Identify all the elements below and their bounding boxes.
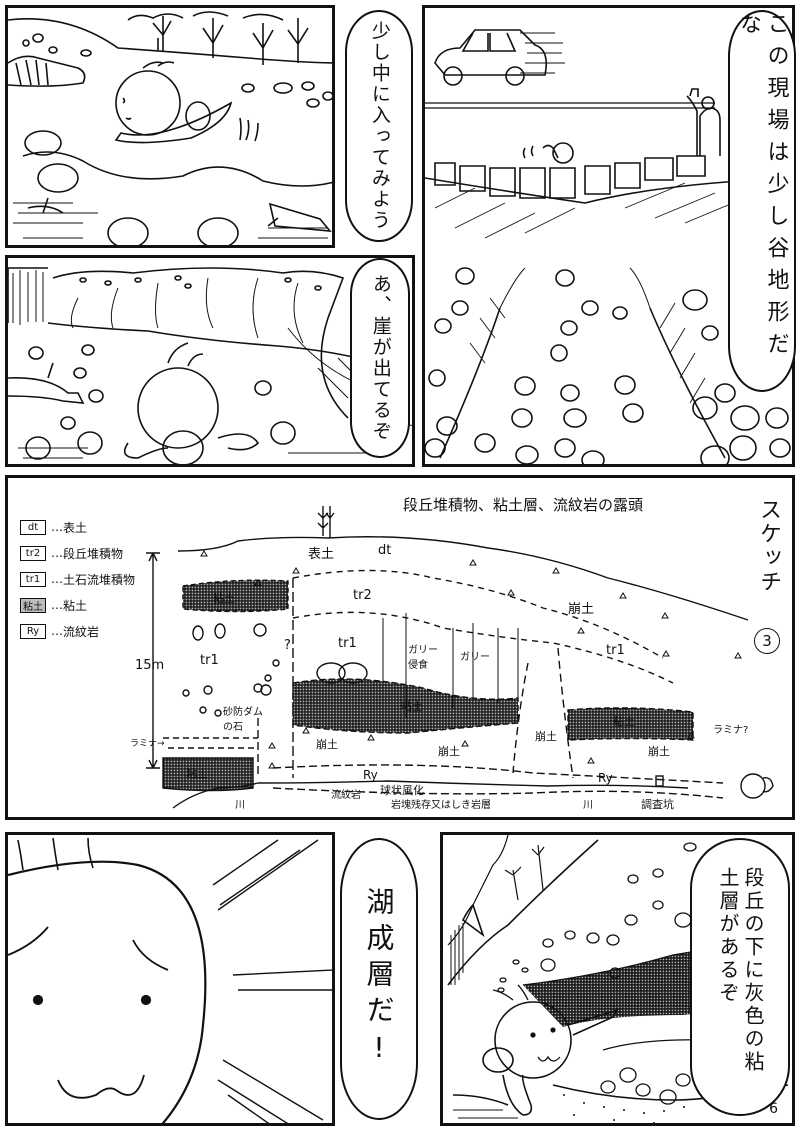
legend-row-tr1: tr1… 土石流堆積物 xyxy=(20,570,135,588)
label-survey-pit: 調査坑 xyxy=(641,798,674,811)
label-clay-upper-left: 粘土 xyxy=(213,592,235,605)
label-question: ? xyxy=(284,638,291,653)
speech-text-2: この現場は少し谷地形だな xyxy=(736,12,789,364)
sketch-number-badge: 3 xyxy=(754,628,780,654)
label-lamina-right: ラミナ? xyxy=(713,725,749,736)
character-closeup xyxy=(8,837,332,1123)
label-tr1-center: tr1 xyxy=(338,636,357,651)
label-surface-soil: 表土 xyxy=(308,547,335,562)
legend-row-tr2: tr2… 段丘堆積物 xyxy=(20,544,135,562)
label-colluvium-top: 崩土 xyxy=(568,602,595,617)
label-river-1: 川 xyxy=(235,800,245,811)
panel-sketch: 段丘堆積物、粘土層、流紋岩の露頭 スケッチ 3 dt… 表土 tr2… 段丘堆積… xyxy=(5,475,795,820)
speech-bubble-6: 湖成層だ! xyxy=(340,838,418,1120)
label-colluvium-2: 崩土 xyxy=(438,745,460,758)
speech-text-7: 段丘の下に灰色の粘土層があるぞ xyxy=(716,867,765,1074)
scale-label: 15m xyxy=(135,658,165,673)
label-gully: ガリー xyxy=(460,652,490,663)
label-ry-2: Ry xyxy=(598,771,613,785)
label-colluvium-1: 崩土 xyxy=(316,738,338,751)
label-tr1-left: tr1 xyxy=(200,653,219,668)
legend-row-dt: dt… 表土 xyxy=(20,518,135,536)
label-river-2: 川 xyxy=(583,800,593,811)
sketch-title: 段丘堆積物、粘土層、流紋岩の露頭 xyxy=(403,496,644,514)
legend-code: dt xyxy=(20,519,46,535)
legend-row-clay: 粘土… 粘土 xyxy=(20,596,135,614)
cliff-outcrop-scene xyxy=(8,267,412,464)
panel-6 xyxy=(5,832,335,1126)
legend-code: tr2 xyxy=(20,545,46,561)
label-ry-1: Ry xyxy=(363,768,378,782)
legend-label: 粘土 xyxy=(63,598,88,613)
speech-bubble-3: あ、崖が出てるぞ xyxy=(350,258,410,458)
label-colluvium-4: 崩土 xyxy=(648,745,670,758)
label-dt: dt xyxy=(378,543,392,558)
label-clay-lower-left: 粘土 xyxy=(186,767,208,780)
page-number: 6 xyxy=(769,1101,778,1117)
speech-text-3: あ、崖が出てるぞ xyxy=(369,274,392,442)
legend-label: 段丘堆積物 xyxy=(63,546,124,561)
valley-with-car-scene xyxy=(425,29,792,464)
label-clay-right: 粘土 xyxy=(613,715,635,728)
speech-text-1: 少し中に入ってみよう xyxy=(368,21,391,231)
speech-bubble-7: 段丘の下に灰色の粘土層があるぞ xyxy=(690,838,790,1116)
legend-label: 流紋岩 xyxy=(63,624,100,639)
label-corestone: 岩塊残存又はしき岩層 xyxy=(391,800,491,811)
sketch-side-title: スケッチ xyxy=(756,498,781,594)
label-lamina-left: ラミナ→ xyxy=(130,739,165,749)
sketch-legend: dt… 表土 tr2… 段丘堆積物 tr1… 土石流堆積物 粘土… 粘土 Ry…… xyxy=(20,518,135,648)
speech-text-6: 湖成層だ! xyxy=(362,886,396,1072)
label-rhyolite: 流紋岩 xyxy=(331,790,361,801)
legend-label: 土石流堆積物 xyxy=(63,572,136,587)
speech-bubble-1: 少し中に入ってみよう xyxy=(345,10,413,242)
legend-label: 表土 xyxy=(63,520,88,535)
legend-row-ry: Ry… 流紋岩 xyxy=(20,622,135,640)
speech-bubble-2: この現場は少し谷地形だな xyxy=(728,10,796,392)
panel-3 xyxy=(5,255,415,467)
river-terrace-scene xyxy=(8,11,332,245)
panel-1 xyxy=(5,5,335,248)
label-tr2: tr2 xyxy=(353,588,372,603)
outcrop-sketch-diagram xyxy=(146,506,774,809)
legend-code: Ry xyxy=(20,623,46,639)
legend-code: tr1 xyxy=(20,571,46,587)
label-gully-erosion: ガリー侵食 xyxy=(408,645,438,671)
legend-code: 粘土 xyxy=(20,597,46,613)
label-tr1-right: tr1 xyxy=(606,643,625,658)
label-colluvium-3: 崩土 xyxy=(535,730,557,743)
label-clay-center: 粘土 xyxy=(401,700,423,713)
label-sabo-dam-stone: 砂防ダムの石 xyxy=(223,707,263,733)
label-spheroidal-weathering: 球状風化 xyxy=(380,784,424,797)
